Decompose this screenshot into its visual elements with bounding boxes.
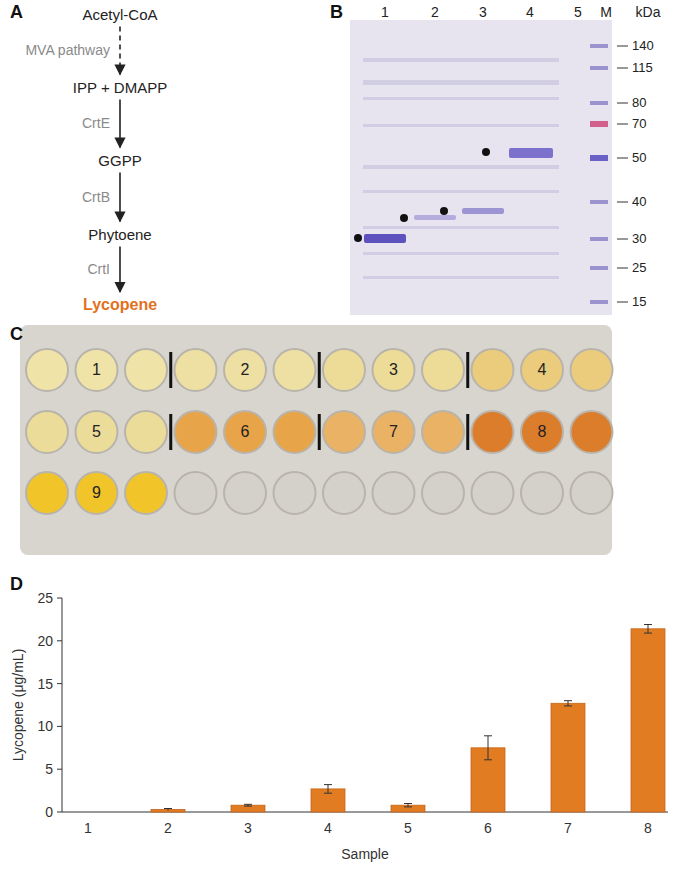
lane-number: 1: [381, 4, 389, 20]
error-bars: [164, 625, 652, 811]
gel-background-bands: [363, 58, 559, 279]
mass-marker: 25: [632, 261, 646, 276]
panel-letter: D: [10, 574, 23, 595]
axis-title: Lycopene (μg/mL): [10, 649, 26, 762]
gel-image: [350, 20, 628, 315]
compound-name: Phytoene: [88, 226, 151, 243]
mass-marker: 115: [632, 61, 653, 76]
axis-tick-label: 7: [564, 820, 572, 836]
marker-ladder: [590, 44, 608, 304]
lane-number: 2: [431, 4, 439, 20]
mass-marker: 30: [632, 232, 646, 247]
reaction-arrow: [119, 100, 121, 148]
axis-tick-label: 1: [84, 820, 92, 836]
sample-number: 6: [241, 423, 250, 441]
mass-marker: 140: [632, 39, 654, 54]
axis-tick-label: 5: [404, 820, 412, 836]
mass-marker: 70: [632, 117, 646, 132]
sample-number: 4: [538, 361, 547, 379]
mass-marker: 50: [632, 151, 646, 166]
sample-number: 2: [241, 361, 250, 379]
reaction-arrow: [119, 247, 121, 293]
group-separators: [171, 352, 468, 450]
unit-label: kDa: [636, 4, 661, 20]
axis-tick-label: 10: [37, 718, 53, 734]
plate: [20, 325, 612, 555]
compound-name: GGPP: [98, 152, 141, 169]
lane-number: 4: [526, 4, 534, 20]
mass-marker: 40: [632, 195, 646, 210]
sample-number: 9: [92, 484, 101, 502]
axis-tick-label: 4: [324, 820, 332, 836]
axis-tick-label: 20: [37, 633, 53, 649]
axis-tick-label: 0: [45, 804, 53, 820]
reaction-arrow: [119, 173, 121, 222]
panel-letter: A: [10, 2, 23, 23]
bars: [151, 629, 665, 812]
axis-title: Sample: [341, 846, 388, 862]
axis-tick-label: 15: [37, 676, 53, 692]
sample-number: 8: [538, 423, 547, 441]
axis-tick-label: 6: [484, 820, 492, 836]
pathway-compound: Acetyl-CoA: [79, 5, 160, 24]
protein-band: [509, 148, 553, 158]
axes: [57, 598, 668, 812]
pathway-compound: Phytoene: [85, 225, 154, 244]
protein-band: [364, 234, 406, 243]
reaction-arrow: [119, 27, 121, 75]
wells: [26, 349, 613, 514]
panel-letter: B: [330, 2, 343, 23]
lane-number: 3: [479, 4, 487, 20]
protein-band: [414, 215, 456, 220]
bar-chart: [57, 598, 668, 812]
enzyme-label: CrtI: [87, 261, 110, 277]
band-dots: [354, 148, 490, 242]
sample-number: 1: [92, 361, 101, 379]
pathway-compound: Lycopene: [80, 295, 160, 315]
lane-number: M: [600, 4, 612, 20]
compound-name: Lycopene: [83, 296, 157, 314]
compound-name: IPP + DMAPP: [73, 79, 167, 96]
panel-letter: C: [10, 324, 23, 345]
sample-number: 5: [92, 423, 101, 441]
axis-tick-label: 8: [644, 820, 652, 836]
pathway-compound: IPP + DMAPP: [70, 78, 170, 97]
marker-ticks: [617, 46, 628, 302]
sample-number: 7: [389, 423, 398, 441]
protein-band: [462, 208, 504, 214]
lane-number: 5: [574, 4, 582, 20]
sample-number: 3: [389, 361, 398, 379]
gel-background: [350, 20, 612, 315]
mass-marker: 80: [632, 96, 646, 111]
enzyme-label: MVA pathway: [25, 42, 110, 58]
pathway-compound: GGPP: [95, 151, 144, 170]
axis-tick-label: 5: [45, 761, 53, 777]
well-plate-photo: [20, 325, 613, 555]
axis-tick-label: 2: [164, 820, 172, 836]
axis-tick-label: 3: [244, 820, 252, 836]
axis-tick-label: 25: [37, 590, 53, 606]
enzyme-label: CrtB: [82, 189, 110, 205]
mass-marker: 15: [632, 295, 646, 310]
enzyme-label: CrtE: [82, 115, 110, 131]
compound-name: Acetyl-CoA: [82, 6, 157, 23]
